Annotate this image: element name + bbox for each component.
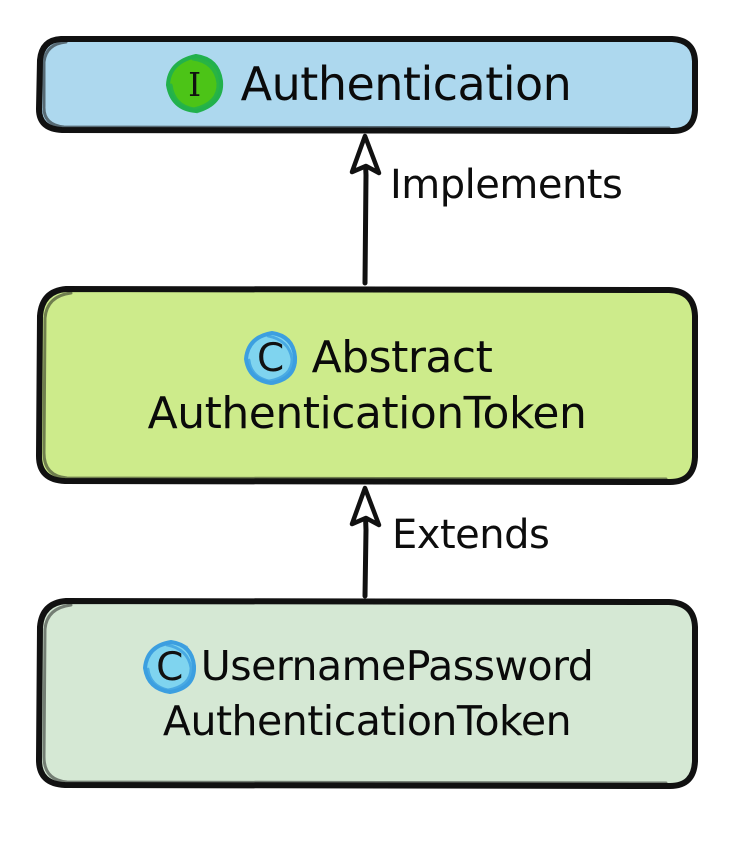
class-node-username-password-authentication-token[interactable]: C UsernamePassword AuthenticationToken xyxy=(33,595,701,791)
node-line-abstract: C Abstract xyxy=(242,329,493,387)
edge-implements[interactable] xyxy=(349,133,382,286)
class-node-abstract-authentication-token[interactable]: C Abstract AuthenticationToken xyxy=(33,283,701,488)
edge-extends[interactable] xyxy=(349,485,382,599)
node-title-abstract-line1: Abstract xyxy=(311,331,493,383)
class-badge-letter: C xyxy=(257,335,285,381)
node-title-username-password-line2: AuthenticationToken xyxy=(162,697,572,746)
class-badge-letter: C xyxy=(156,644,184,690)
node-shape-abstract-authentication-token xyxy=(36,286,698,485)
node-body-username-password: C UsernamePassword AuthenticationToken xyxy=(33,638,701,748)
class-node-authentication[interactable]: I Authentication xyxy=(33,33,701,135)
hollow-triangle-arrowhead-extends xyxy=(349,485,382,528)
interface-badge-icon: I xyxy=(163,52,227,116)
node-shape-username-password-authentication-token xyxy=(36,598,698,789)
hollow-triangle-arrowhead-implements xyxy=(349,133,382,176)
node-title-abstract-line2: AuthenticationToken xyxy=(147,388,587,440)
node-line-authentication: I Authentication xyxy=(163,52,572,116)
node-title-username-password-line1: UsernamePassword xyxy=(200,642,594,691)
class-badge-icon: C xyxy=(141,638,199,696)
node-body-abstract-authentication-token: C Abstract AuthenticationToken xyxy=(33,329,701,442)
interface-badge-letter: I xyxy=(188,64,202,104)
node-title-authentication: Authentication xyxy=(240,57,572,111)
edge-label-extends: Extends xyxy=(392,512,550,558)
node-line-username-password-2: AuthenticationToken xyxy=(162,696,572,748)
edge-label-implements: Implements xyxy=(390,162,623,208)
node-line-username-password: C UsernamePassword xyxy=(141,638,594,696)
class-badge-icon: C xyxy=(242,329,300,387)
node-body-authentication: I Authentication xyxy=(33,52,701,116)
node-line-abstract-2: AuthenticationToken xyxy=(148,387,587,442)
